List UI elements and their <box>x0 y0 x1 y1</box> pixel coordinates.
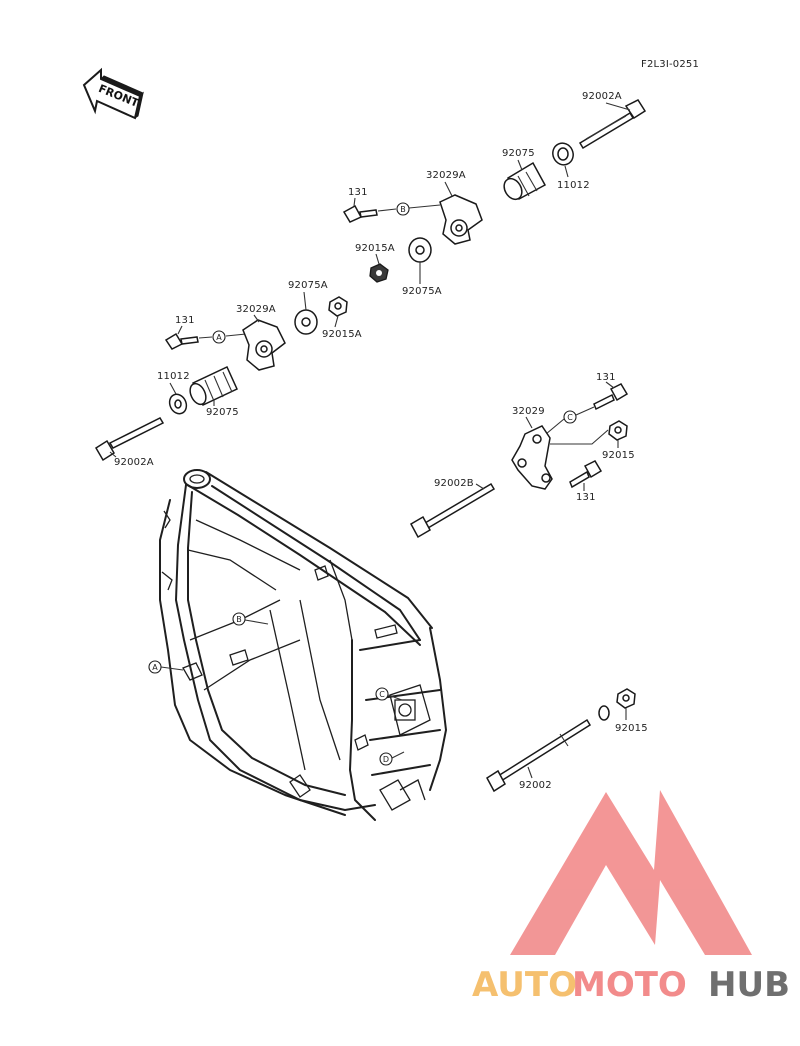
label-92015a-top: 92015A <box>355 243 395 254</box>
callout-a-frame: A <box>152 663 158 672</box>
bolt-92002a-mid <box>94 417 165 462</box>
bracket-32029a-mid <box>242 319 286 371</box>
label-92002: 92002 <box>519 780 552 791</box>
label-92075a-mid: 92075A <box>288 280 328 291</box>
bolt-92002 <box>486 718 592 793</box>
bushing-92075a-top <box>408 237 432 263</box>
label-11012-mid: 11012 <box>157 371 190 382</box>
label-11012-top: 11012 <box>557 180 590 191</box>
bushing-92075a-mid <box>294 309 318 335</box>
front-arrow-icon: FRONT <box>82 67 144 120</box>
motorcycle-frame <box>159 469 447 821</box>
callout-a-mid: A <box>216 333 222 342</box>
washer-92015-bottom <box>598 705 610 721</box>
callout-c-frame: C <box>379 690 385 699</box>
label-131-top: 131 <box>348 187 368 198</box>
callout-c-right: C <box>567 413 573 422</box>
label-131-right-top: 131 <box>596 372 616 383</box>
bolt-131-right-top <box>593 383 629 411</box>
nut-92015-bottom <box>616 688 636 709</box>
bolt-131-top <box>342 204 378 223</box>
label-32029a-mid: 32029A <box>236 304 276 315</box>
callout-b-frame: B <box>236 615 242 624</box>
nut-92015a-mid <box>328 296 348 317</box>
nut-92015a-top <box>369 263 389 283</box>
bracket-32029a-top <box>439 194 483 245</box>
watermark-hub: HUB <box>708 965 790 1005</box>
watermark-moto: MOTO <box>572 965 687 1005</box>
nut-92015-right <box>608 420 628 441</box>
watermark-auto: AUTO <box>472 965 577 1005</box>
label-92002a-top: 92002A <box>582 91 622 102</box>
collar-11012-top <box>552 142 574 166</box>
label-32029: 32029 <box>512 406 545 417</box>
bolt-131-mid <box>164 332 199 350</box>
collar-11012-mid <box>168 393 188 415</box>
reference-code: F2L3I-0251 <box>641 59 699 70</box>
bolt-131-right-bottom <box>569 460 603 489</box>
label-92015a-mid: 92015A <box>322 329 362 340</box>
bolt-92002b <box>409 482 496 539</box>
label-92075-top: 92075 <box>502 148 535 159</box>
label-92075a-top: 92075A <box>402 286 442 297</box>
label-32029a-top: 32029A <box>426 170 466 181</box>
bolt-92002a-top <box>578 99 647 150</box>
bushing-92075-top <box>503 161 547 201</box>
automotohub-logo-icon <box>510 790 752 955</box>
label-92075-mid: 92075 <box>206 407 239 418</box>
label-92002a-mid: 92002A <box>114 457 154 468</box>
label-131-mid: 131 <box>175 315 195 326</box>
label-92002b: 92002B <box>434 478 474 489</box>
bushing-92075-mid <box>189 365 238 407</box>
callout-b-top: B <box>400 205 406 214</box>
label-92015-bottom: 92015 <box>615 723 648 734</box>
label-131-right-bottom: 131 <box>576 492 596 503</box>
label-92015-right: 92015 <box>602 450 635 461</box>
bracket-32029 <box>511 425 553 490</box>
callout-d-frame: D <box>383 755 389 764</box>
